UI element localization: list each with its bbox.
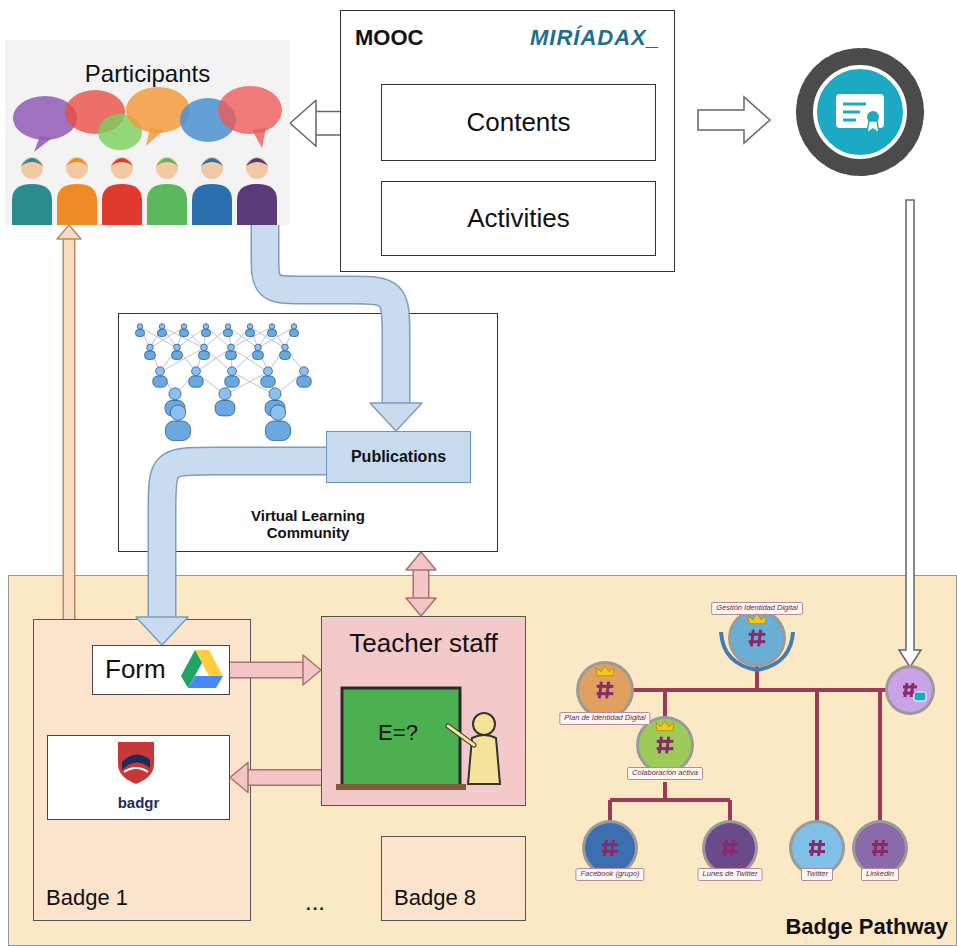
hollow-arrow	[698, 97, 921, 667]
board-text: E=?	[378, 720, 418, 745]
badge-ribbon: Plan de Identidad Digital	[559, 712, 650, 725]
flow-arrow	[230, 763, 321, 793]
badge-ribbon: Facebook (grupo)	[575, 868, 644, 881]
flow-arrow	[136, 461, 326, 645]
node-label: Activities	[467, 204, 570, 234]
participants-box: Participants	[5, 40, 290, 225]
flow-arrow	[290, 100, 340, 146]
badge-ribbon: Linkedin	[861, 868, 899, 881]
form-box: Form	[92, 645, 230, 695]
node-label: Publications	[351, 448, 446, 466]
badge-ribbon: Twitter	[801, 868, 833, 881]
badge-box: Form badgrBadge 1	[33, 619, 251, 921]
publications-box: Publications	[326, 431, 471, 483]
badge-box: Badge 8	[381, 836, 526, 921]
flow-arrow	[265, 225, 422, 431]
ellipsis: ...	[305, 888, 325, 916]
content-box: Activities	[381, 181, 656, 256]
community-box: PublicationsVirtual Learning Community	[118, 313, 498, 552]
flow-arrow	[57, 225, 81, 619]
node-label: Badge 1	[46, 885, 128, 910]
pathway-band: Form badgrBadge 1 Teacher staffBadge 8 Badg…	[8, 575, 957, 946]
node-label: badgr	[118, 794, 160, 811]
mooc-box: ContentsActivities MOOC MIRÍADAX_	[340, 10, 675, 272]
node-label: Teacher staff	[349, 629, 497, 659]
badgr-box: badgr	[47, 735, 230, 820]
badge-icons	[576, 609, 935, 876]
node-label: Participants	[85, 60, 210, 88]
drive-icon	[181, 650, 223, 688]
badge-ribbon: Colaboración activa	[627, 767, 703, 780]
flow-arrow	[230, 655, 321, 685]
node-label: MOOC	[355, 25, 423, 50]
network-illustration	[136, 324, 312, 441]
flow-arrow	[406, 552, 436, 616]
node-label: Form	[105, 655, 166, 685]
participants-illustration	[12, 86, 282, 225]
certificate-icon	[800, 52, 920, 172]
badge-tree	[605, 664, 910, 824]
teacher-box: Teacher staff	[321, 616, 526, 806]
badge-ribbon: Gestión Identidad Digital	[711, 602, 803, 615]
node-label: Contents	[466, 108, 570, 138]
node-label: Virtual Learning Community	[218, 507, 398, 542]
teacher-illustration	[336, 688, 500, 790]
content-box: Contents	[381, 84, 656, 161]
logo-text: MIRÍADAX_	[530, 25, 660, 50]
badge-ribbon: Lunes de Twitter	[698, 868, 763, 881]
badgr-logo	[118, 742, 154, 784]
node-label: Badge Pathway	[785, 914, 948, 939]
node-label: Badge 8	[394, 885, 476, 910]
